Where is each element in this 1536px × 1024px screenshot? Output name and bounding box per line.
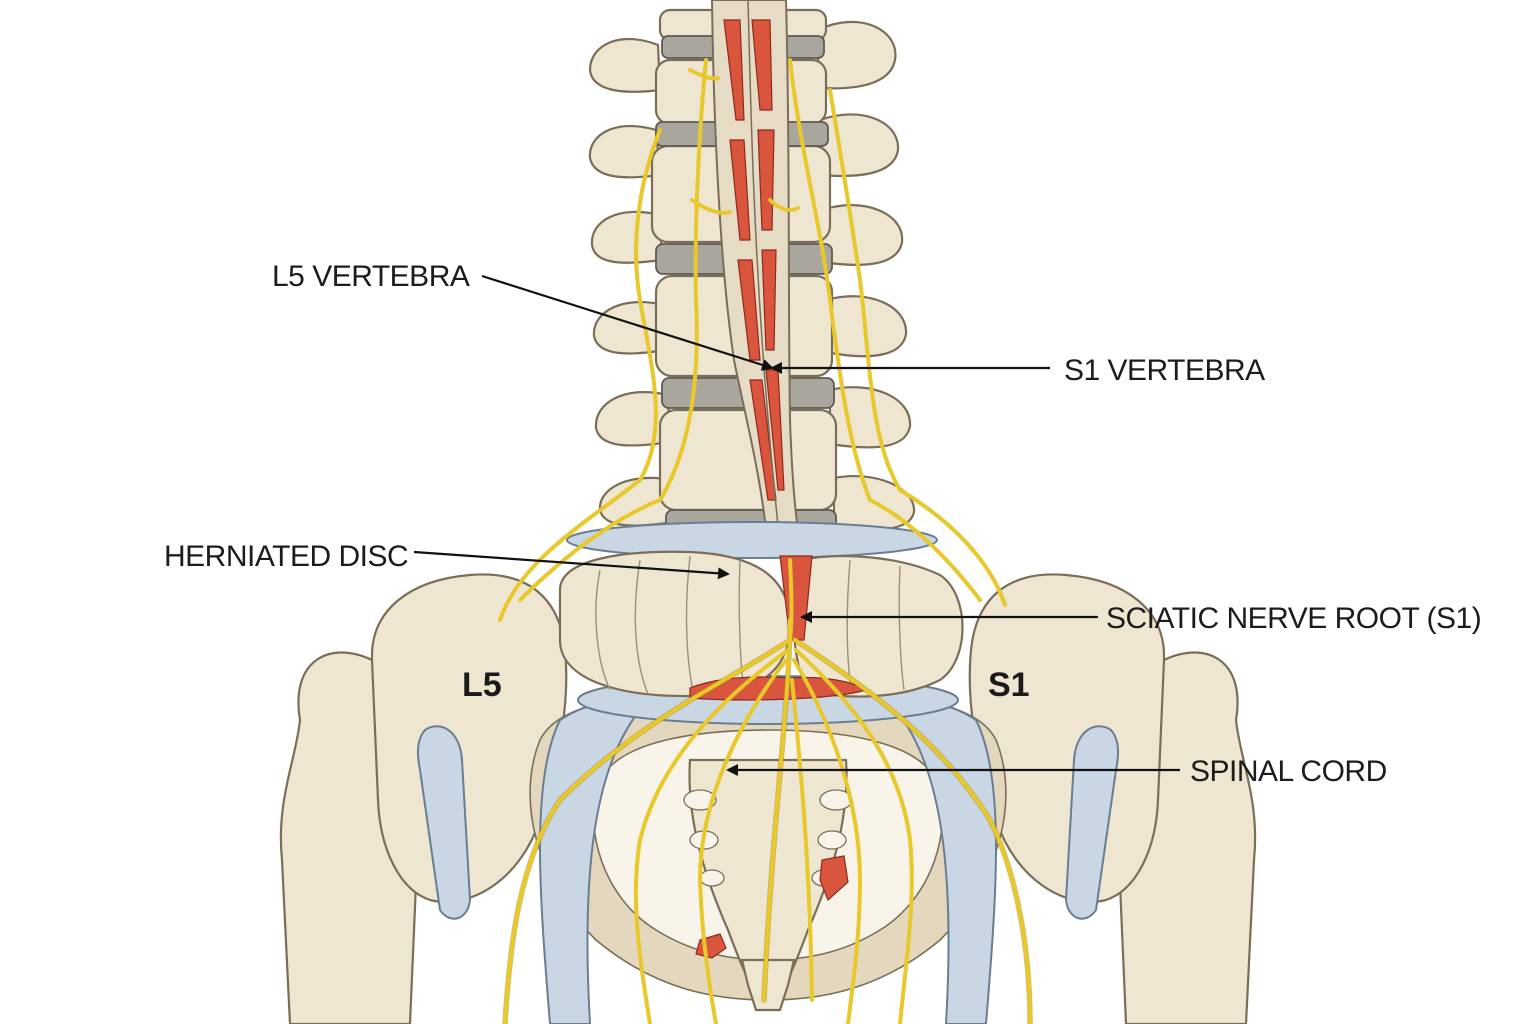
- nerve-branch-right-mid: [794, 648, 914, 1024]
- transverse-process-left-5: [594, 391, 672, 447]
- nerve-branch-center-right: [790, 678, 814, 1002]
- leader-herniated-disc: [413, 550, 730, 580]
- lumbar-spine: [588, 0, 916, 546]
- label-spinal-cord: SPINAL CORD: [1190, 755, 1387, 788]
- label-herniated-disc: HERNIATED DISC: [164, 540, 408, 573]
- left-ligament: [416, 725, 472, 920]
- spinal-cord-outline: [747, 0, 781, 546]
- nerve-ascending-right-inner: [788, 58, 982, 602]
- nerve-fibril-top: [688, 68, 800, 215]
- nerve-branch-right-outer: [793, 638, 1032, 1024]
- herniated-disc-right-lobe: [792, 555, 964, 698]
- label-side-s1: S1: [988, 666, 1030, 704]
- sacral-red-right: [819, 855, 849, 902]
- sacral-foramina: [683, 789, 853, 887]
- annotations: L5 VERTEBRA S1 VERTEBRA HERNIATED DISC S…: [164, 260, 1482, 788]
- transverse-process-right-3: [820, 204, 904, 266]
- nerve-branch-left-outer: [503, 638, 792, 1024]
- nerve-ascending-left: [498, 128, 662, 622]
- coccyx: [740, 958, 796, 1012]
- label-l5-vertebra: L5 VERTEBRA: [272, 260, 470, 293]
- transverse-process-right-2: [818, 113, 900, 178]
- nerve-ascending-left-inner: [518, 58, 708, 602]
- label-side-l5: L5: [462, 666, 502, 704]
- nerve-branch-left-inner: [697, 658, 788, 1024]
- upper-disc-ring: [566, 521, 938, 559]
- label-sciatic-nerve-root: SCIATIC NERVE ROOT (S1): [1106, 602, 1481, 635]
- leader-l5-vertebra: [481, 274, 774, 371]
- transverse-process-right-1: [816, 20, 897, 90]
- transverse-process-left-2: [588, 124, 662, 179]
- nerve-branch-left-mid: [633, 648, 790, 1024]
- left-ilium: [370, 573, 568, 903]
- nerve-ascending-right: [828, 88, 1007, 607]
- right-ligament: [1064, 725, 1120, 920]
- nerve-branch-right-inner: [792, 658, 863, 1024]
- transverse-process-left-3: [590, 210, 664, 264]
- label-s1-vertebra: S1 VERTEBRA: [1064, 354, 1265, 387]
- nerves: [498, 58, 1033, 1024]
- leader-lines: [413, 274, 1180, 776]
- transverse-process-left-1: [588, 37, 662, 93]
- nerve-trunk-center: [762, 618, 792, 1002]
